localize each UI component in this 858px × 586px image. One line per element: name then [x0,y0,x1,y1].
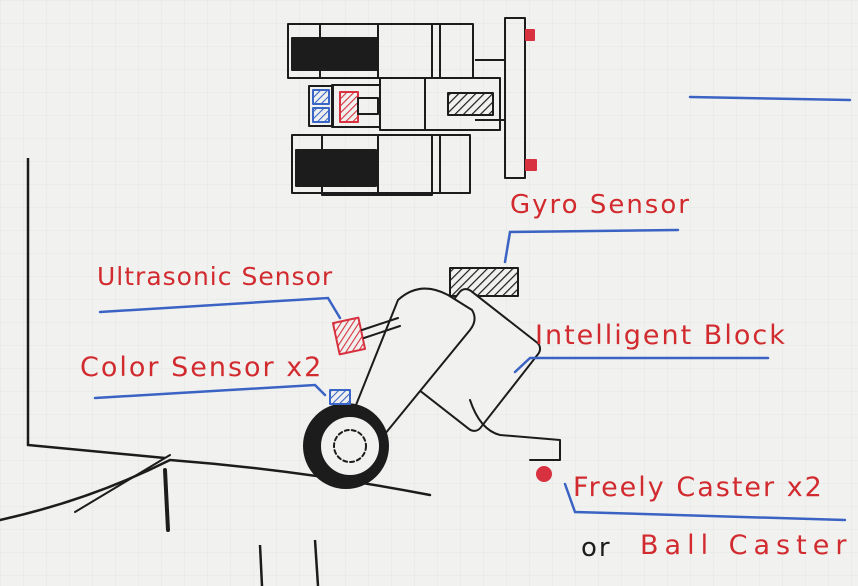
label-intelligent-block: Intelligent Block [535,320,787,351]
label-color-sensor: Color Sensor x2 [80,352,324,383]
top-view-robot [287,17,537,196]
top-view-color-sensor-a [312,89,330,105]
color-underline [93,383,327,400]
caster-underline [563,482,847,522]
gyro-underline [503,228,680,264]
top-view-caster-a [525,29,535,41]
ultrasonic-underline [98,296,342,320]
top-view-intelligent-block [447,92,494,116]
top-view-ultrasonic-sensor [339,91,359,123]
leader-lines [93,95,852,522]
ultrasonic-sensor [331,316,367,356]
label-ball-caster: Ball Caster [640,530,853,561]
top-view-color-sensor-b [312,107,330,123]
label-freely-caster: Freely Caster x2 [573,472,824,503]
board-frame [26,158,320,586]
label-ultrasonic-sensor: Ultrasonic Sensor [97,262,334,291]
label-or: or [581,533,612,563]
block-underline [513,356,770,374]
top-view-caster-b [525,159,537,171]
color-sensor [329,389,351,405]
upper-wheel [291,37,379,71]
side-caster [536,466,552,482]
side-view-robot [0,267,561,532]
label-gyro-sensor: Gyro Sensor [510,190,691,220]
lower-wheel [295,149,377,187]
